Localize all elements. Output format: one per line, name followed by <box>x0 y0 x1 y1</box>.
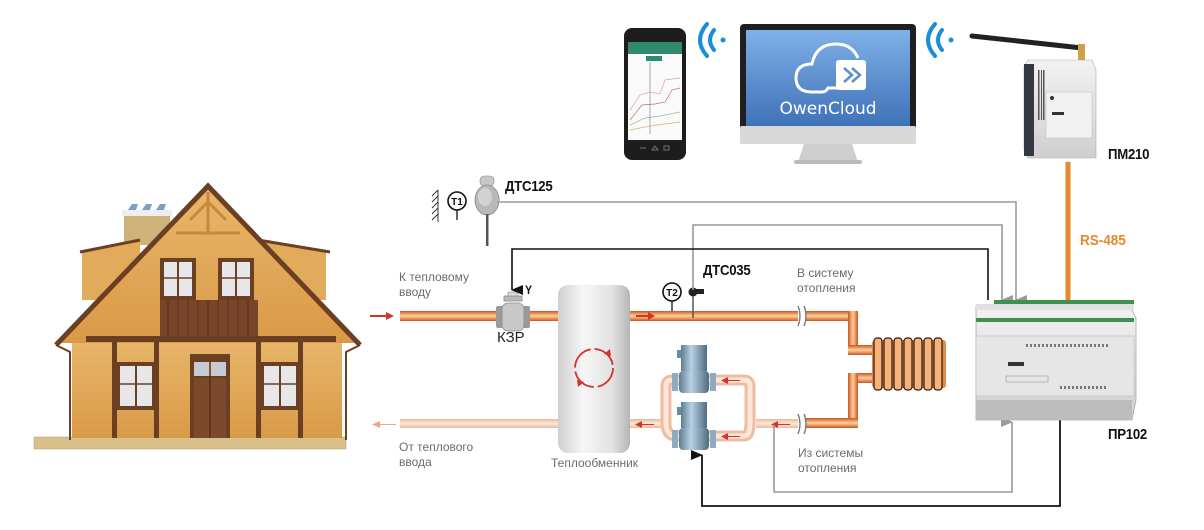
dts125-sensor-icon <box>474 175 500 246</box>
signal-lines <box>497 162 1071 507</box>
wall-hatch-icon <box>431 189 439 222</box>
pump-icon <box>672 345 716 450</box>
heat-exchanger-icon <box>558 285 630 453</box>
monitor-icon: OwenCloud <box>740 24 916 164</box>
valve-icon <box>496 291 530 332</box>
to-heating-system-label: В систему отопления <box>797 266 856 295</box>
owencloud-logo-text: OwenCloud <box>779 99 876 119</box>
valve-y-label: Y <box>525 283 532 297</box>
dts125-label: ДТС125 <box>505 178 553 195</box>
wifi-icon <box>926 22 954 58</box>
controller-icon <box>975 300 1137 421</box>
pr102-label: ПР102 <box>1108 426 1148 443</box>
rs485-label: RS-485 <box>1080 232 1126 249</box>
owen-logo <box>1008 362 1024 366</box>
dts035-sensor-icon <box>688 287 704 318</box>
to-heat-input-label: К тепловому вводу <box>399 270 469 299</box>
heat-exchanger-label: Теплообменник <box>551 456 639 470</box>
gsm-module-icon <box>969 33 1097 159</box>
t2-label: T2 <box>666 288 678 299</box>
t1-label: T1 <box>451 197 463 208</box>
kzr-label: КЗР <box>497 329 525 346</box>
pipe-break-marks <box>797 305 807 435</box>
temperature-sensor-icon: T2 <box>662 282 682 311</box>
dts035-label: ДТС035 <box>703 262 751 279</box>
cloud-icon <box>794 42 860 94</box>
house-icon <box>33 182 362 450</box>
supply-pipe <box>400 311 876 428</box>
from-heating-system-label: Из системы отопления <box>798 446 864 475</box>
from-heat-input-label: От теплового ввода <box>399 440 474 469</box>
flow-arrows <box>370 312 790 440</box>
temperature-sensor-icon: T1 <box>447 191 467 220</box>
antenna-icon <box>969 33 1085 51</box>
wifi-icon <box>698 22 726 58</box>
radiator-icon <box>872 337 946 391</box>
pm210-label: ПМ210 <box>1108 146 1150 163</box>
phone-icon <box>624 28 686 160</box>
